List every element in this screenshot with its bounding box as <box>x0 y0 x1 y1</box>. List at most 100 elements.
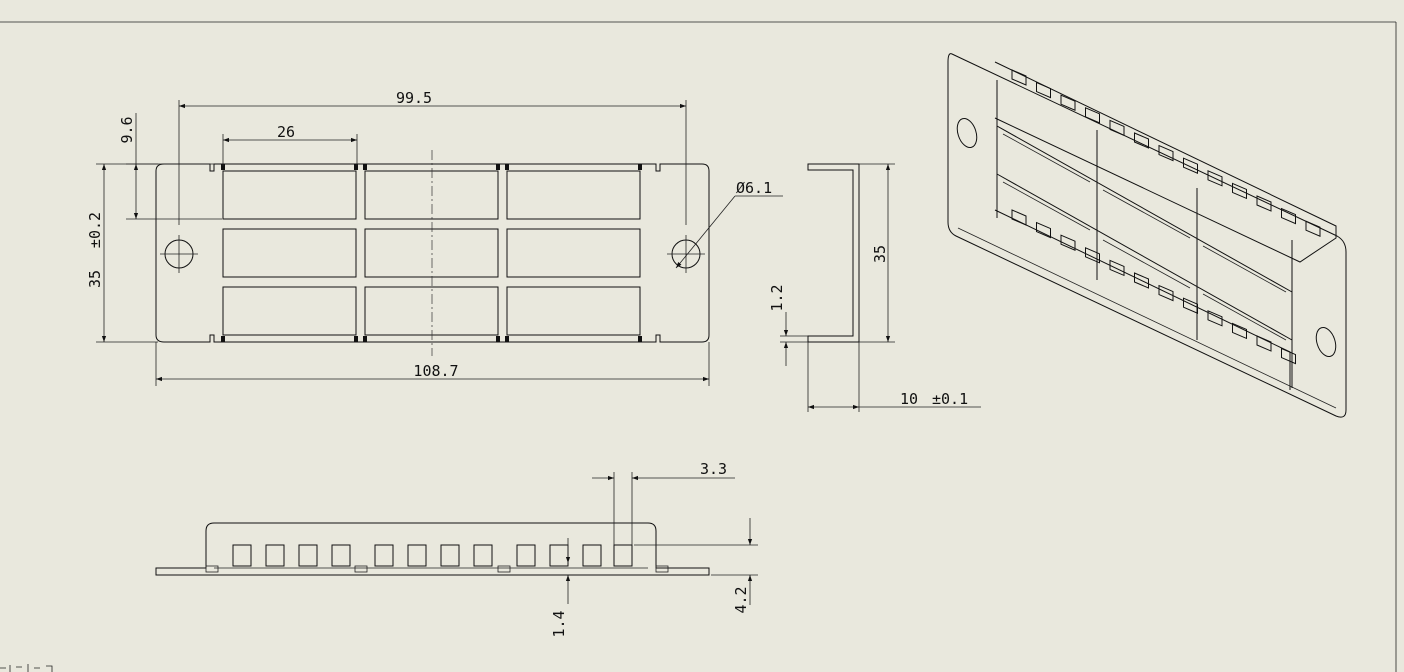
tab-bottom-1 <box>221 336 225 342</box>
dim-height-tolerance: 35 ±0.2 <box>86 163 158 343</box>
tab-top-6 <box>638 164 642 170</box>
iso-slot-bottom-11 <box>1256 335 1272 352</box>
dim-side-height: 35 <box>859 163 895 343</box>
window-3-1 <box>222 286 357 336</box>
tab-bottom-2 <box>354 336 358 342</box>
bottom-foot-2 <box>655 565 669 573</box>
iso-slot-bottom-4 <box>1085 247 1100 264</box>
dim-4-2-label: 4.2 <box>732 586 750 613</box>
dim-3-3-label: 3.3 <box>700 460 727 478</box>
iso-slot-bottom-6 <box>1134 272 1149 289</box>
iso-slot-top-3 <box>1060 94 1076 111</box>
bottom-slot-4 <box>331 544 351 567</box>
iso-slot-top-13 <box>1305 220 1321 237</box>
dim-overall-width: 108.7 <box>155 342 710 386</box>
dim-slot-width: 3.3 <box>592 460 735 545</box>
iso-slot-bottom-12 <box>1281 347 1296 365</box>
bottom-foot-4 <box>497 565 511 573</box>
window-1-1 <box>222 170 357 220</box>
dim-10-label: 10 <box>900 390 918 408</box>
iso-slot-bottom-1 <box>1011 209 1027 226</box>
tab-bottom-6 <box>638 336 642 342</box>
iso-slot-top-12 <box>1281 207 1296 225</box>
dim-9-6-label: 9.6 <box>118 116 136 143</box>
dim-side-35-label: 35 <box>871 245 889 263</box>
iso-slot-bottom-5 <box>1109 259 1125 277</box>
window-1-3 <box>506 170 641 220</box>
iso-slot-bottom-7 <box>1158 284 1174 302</box>
dim-side-thickness: 1.2 <box>768 284 808 366</box>
iso-slot-top-10 <box>1232 182 1247 200</box>
iso-slot-top-4 <box>1085 107 1100 124</box>
bottom-slot-12 <box>613 544 633 567</box>
bottom-slot-10 <box>549 544 569 567</box>
iso-slot-bottom-3 <box>1060 234 1076 251</box>
front-view[interactable] <box>155 150 710 356</box>
bottom-slot-2 <box>265 544 285 567</box>
bottom-slot-1 <box>232 544 252 567</box>
dim-side-depth: 10 ±0.1 <box>807 342 981 412</box>
bottom-slot-6 <box>407 544 427 567</box>
iso-slots <box>1011 69 1321 365</box>
window-2-2 <box>364 228 499 278</box>
bottom-foot-3 <box>354 565 368 573</box>
iso-slot-bottom-9 <box>1207 310 1223 327</box>
dim-26-label: 26 <box>277 123 295 141</box>
iso-grid-lines <box>996 80 1293 388</box>
window-2-1 <box>222 228 357 278</box>
tab-top-5 <box>505 164 509 170</box>
bottom-slot-11 <box>582 544 602 567</box>
isometric-view[interactable] <box>947 53 1347 418</box>
iso-slot-bottom-10 <box>1232 322 1247 340</box>
iso-slot-bottom-2 <box>1036 221 1051 239</box>
dim-bottom-gap: 1.4 <box>550 538 571 638</box>
sheet-border <box>0 21 1397 672</box>
dim-offset-vertical: 9.6 <box>118 113 222 220</box>
tab-top-2 <box>354 164 358 170</box>
dim-pocket-width: 26 <box>222 123 358 166</box>
side-view[interactable] <box>807 163 860 343</box>
bottom-slot-5 <box>374 544 394 567</box>
sheet-corner-fragment <box>0 664 53 672</box>
iso-slot-top-6 <box>1134 132 1149 149</box>
tab-top-1 <box>221 164 225 170</box>
iso-slot-top-7 <box>1158 144 1174 162</box>
bottom-slot-3 <box>298 544 318 567</box>
iso-slot-top-9 <box>1207 170 1223 187</box>
dim-35-label: 35 <box>86 270 104 288</box>
iso-slot-top-1 <box>1011 69 1027 86</box>
iso-slot-top-11 <box>1256 195 1272 212</box>
dim-10-tolerance: ±0.1 <box>932 390 968 408</box>
dim-1-4-label: 1.4 <box>550 610 568 637</box>
tab-bottom-4 <box>496 336 500 342</box>
dim-35-tolerance: ±0.2 <box>86 212 104 248</box>
bottom-view[interactable] <box>155 522 710 576</box>
mounting-hole-right <box>667 235 705 273</box>
window-1-2 <box>364 170 499 220</box>
iso-slot-top-8 <box>1183 157 1198 174</box>
dim-bottom-height: 4.2 <box>634 518 758 614</box>
iso-slot-top-2 <box>1036 81 1051 99</box>
tab-top-3 <box>363 164 367 170</box>
window-grid <box>221 164 642 342</box>
dim-1-2-label: 1.2 <box>768 284 786 311</box>
dim-hole-label: Ø6.1 <box>736 179 772 197</box>
iso-slot-top-5 <box>1109 119 1125 137</box>
dim-108-7-label: 108.7 <box>413 362 458 380</box>
window-3-2 <box>364 286 499 336</box>
bottom-slot-8 <box>473 544 493 567</box>
window-2-3 <box>506 228 641 278</box>
iso-slot-bottom-8 <box>1183 297 1198 314</box>
bottom-foot-1 <box>205 565 219 573</box>
window-3-3 <box>506 286 641 336</box>
dim-hole-diameter: Ø6.1 <box>675 179 783 269</box>
tab-bottom-3 <box>363 336 367 342</box>
dim-top-width: 99.5 <box>178 89 687 225</box>
bottom-slots <box>205 544 669 573</box>
tab-top-4 <box>496 164 500 170</box>
bottom-slot-9 <box>516 544 536 567</box>
bottom-slot-7 <box>440 544 460 567</box>
dim-99-5-label: 99.5 <box>396 89 432 107</box>
tab-bottom-5 <box>505 336 509 342</box>
